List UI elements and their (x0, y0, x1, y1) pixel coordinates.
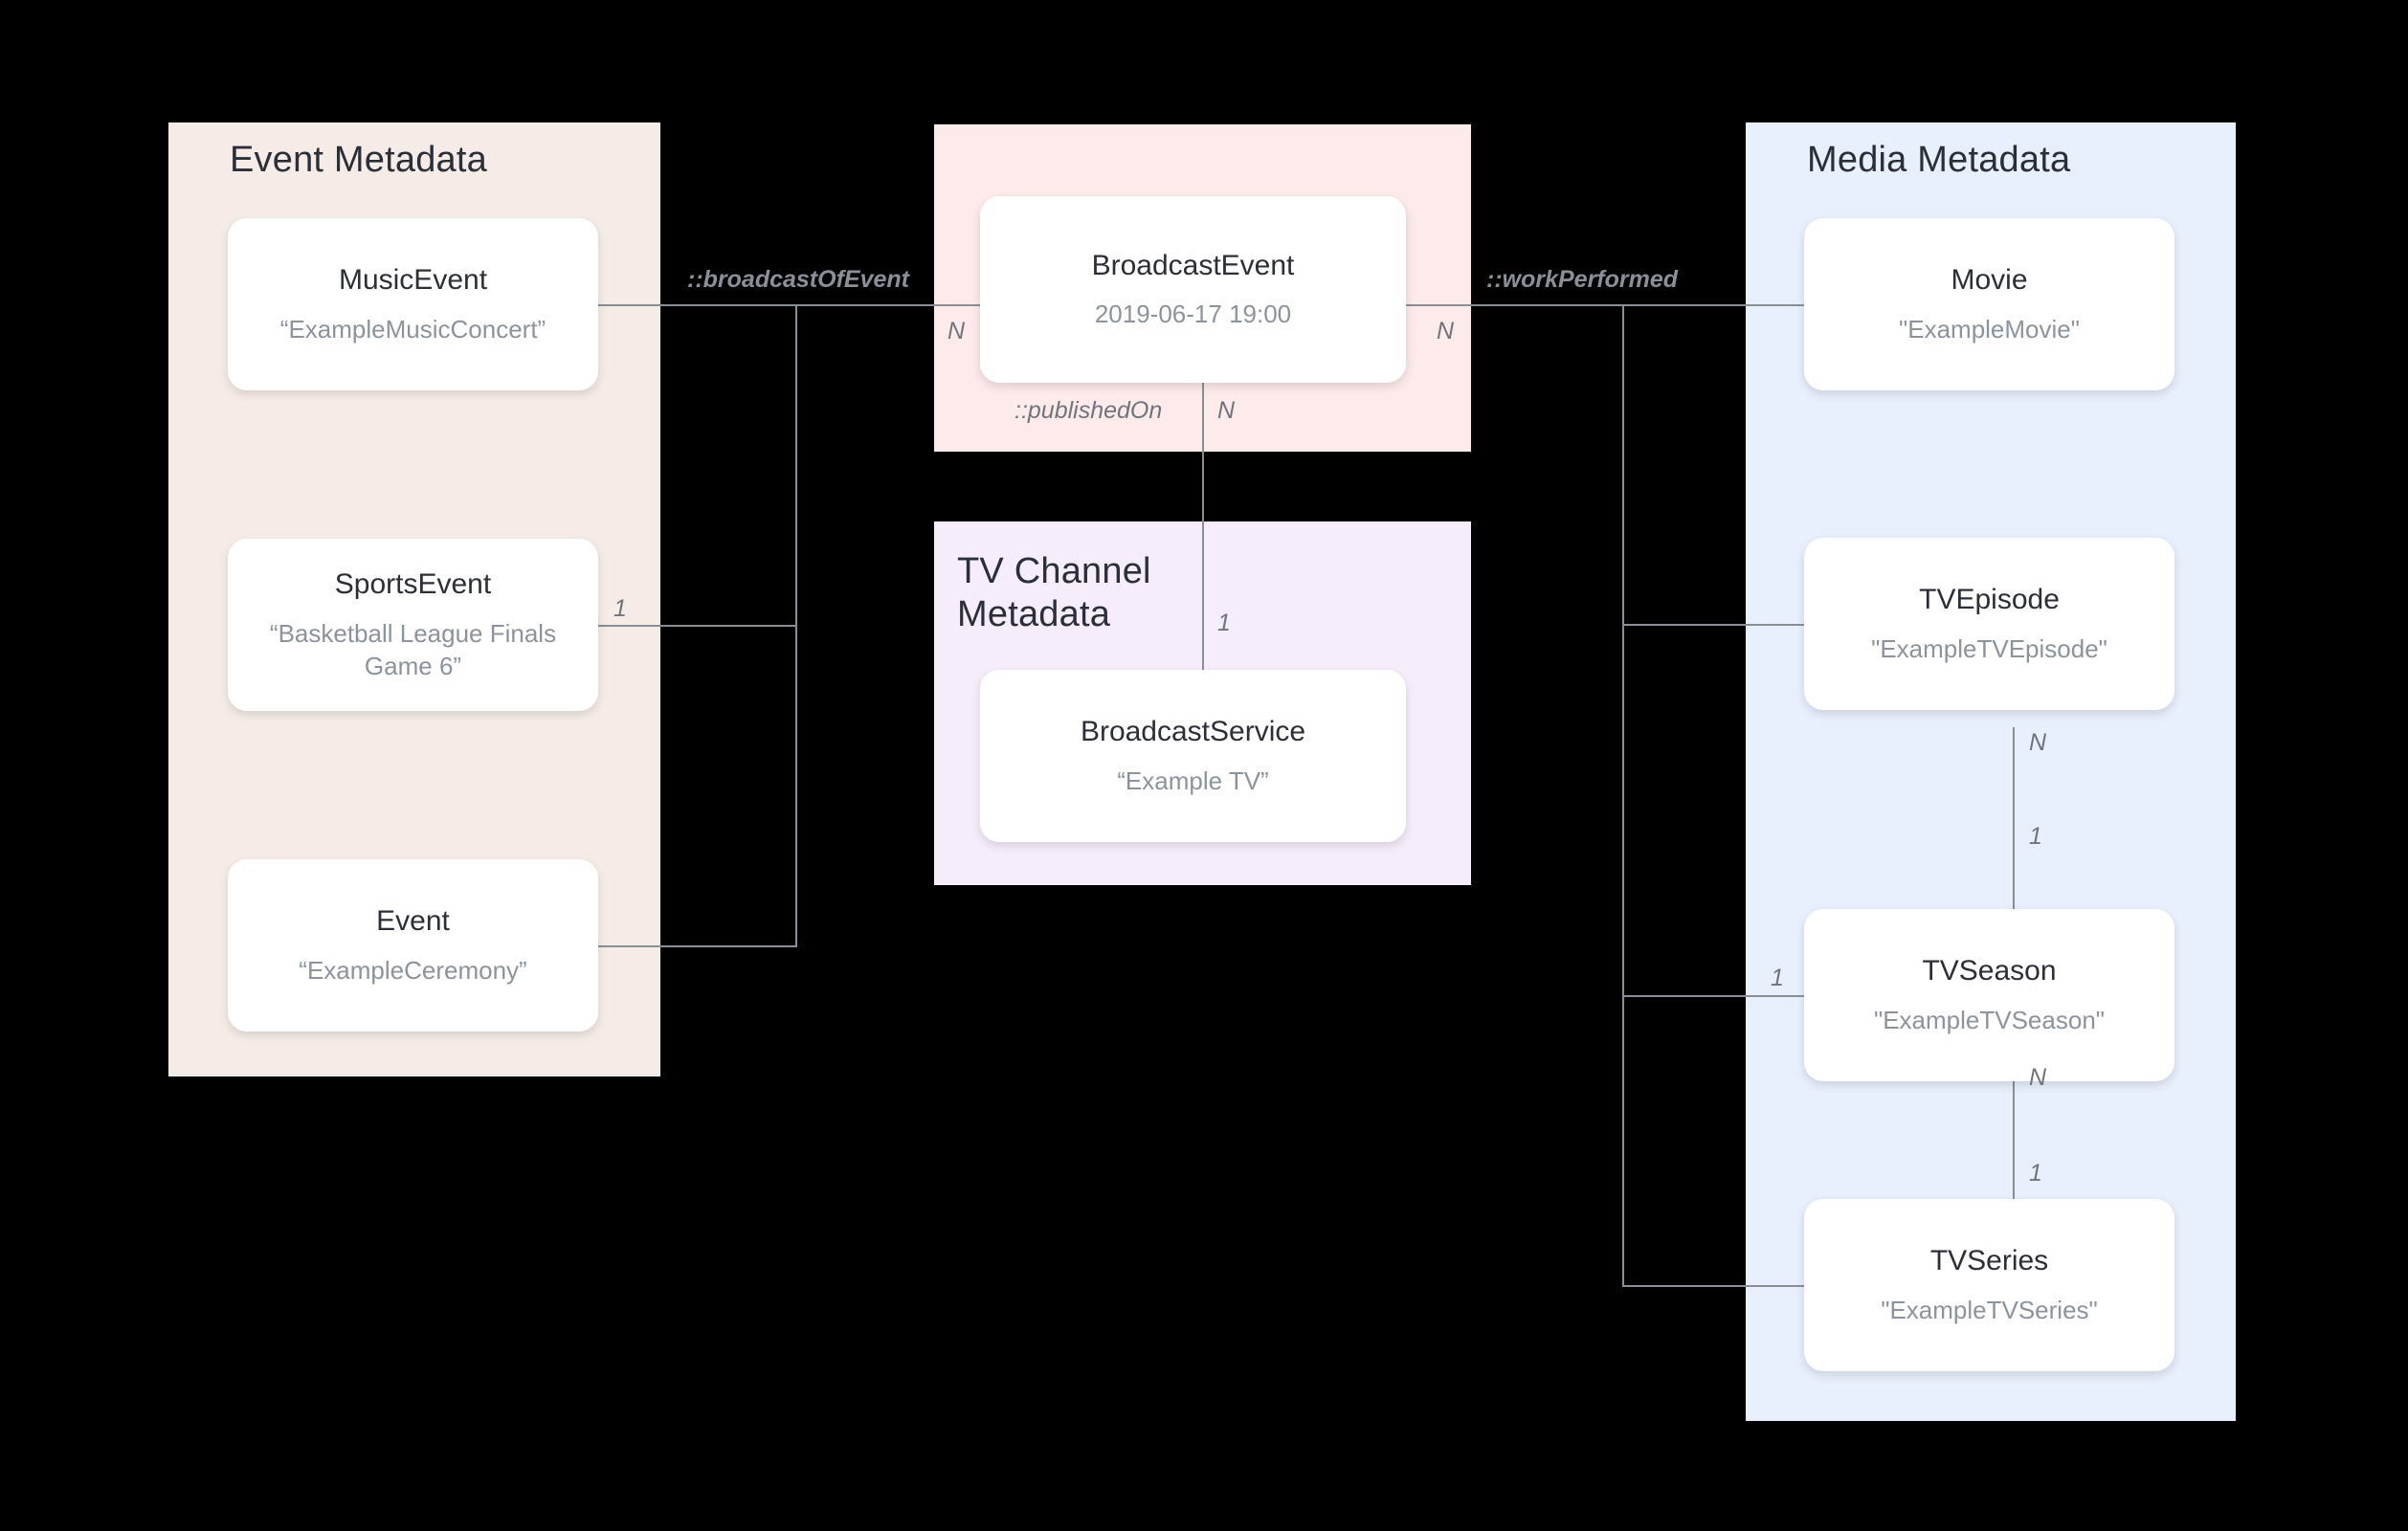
card-broadcast-event-value: 2019-06-17 19:00 (1094, 300, 1292, 329)
card-sports-event-type: SportsEvent (334, 568, 492, 601)
card-music-event[interactable]: MusicEvent “ExampleMusicConcert” (228, 218, 598, 390)
card-broadcast-service-value: “Example TV” (1117, 766, 1269, 795)
card-tv-episode-type: TVEpisode (1919, 584, 2060, 616)
connector-tvseason-to-tvseries (2013, 1070, 2015, 1206)
cardinality-published-on-1: 1 (1217, 610, 1231, 636)
card-movie-type: Movie (1951, 264, 2028, 297)
card-event-type: Event (376, 905, 450, 938)
relation-label-published-on: ::publishedOn (1014, 397, 1163, 424)
card-tv-season[interactable]: TVSeason "ExampleTVSeason" (1804, 909, 2174, 1081)
relation-label-work-performed: ::workPerformed (1486, 266, 1679, 293)
cardinality-published-on-n: N (1217, 397, 1236, 424)
panel-title-event-metadata: Event Metadata (230, 140, 487, 180)
connector-tvepisode-to-tvseason (2013, 727, 2015, 909)
connector-work-bus (1622, 304, 1624, 1286)
connector-broadcastevent-to-workbus (1406, 304, 1624, 306)
cardinality-season-work-1: 1 (1771, 965, 1784, 991)
card-tv-episode[interactable]: TVEpisode "ExampleTVEpisode" (1804, 538, 2174, 710)
card-broadcast-service[interactable]: BroadcastService “Example TV” (980, 670, 1406, 842)
card-movie-value: "ExampleMovie" (1899, 314, 2080, 344)
connector-eventbus-to-broadcastevent (795, 304, 1000, 306)
connector-event-bus (795, 304, 797, 947)
connector-sportsevent-stub (598, 625, 797, 627)
cardinality-episode-season-n: N (2029, 729, 2047, 756)
connector-broadcastevent-to-broadcastservice (1202, 383, 1204, 670)
card-movie[interactable]: Movie "ExampleMovie" (1804, 218, 2174, 390)
connector-workbus-to-movie (1622, 304, 1804, 306)
cardinality-work-performed-n: N (1437, 318, 1455, 344)
card-tv-series[interactable]: TVSeries "ExampleTVSeries" (1804, 1199, 2174, 1371)
card-tv-season-type: TVSeason (1922, 955, 2057, 987)
card-tv-episode-value: "ExampleTVEpisode" (1871, 633, 2107, 663)
card-tv-season-value: "ExampleTVSeason" (1873, 1005, 2106, 1034)
connector-workbus-to-tvseries (1622, 1285, 1804, 1287)
card-sports-event[interactable]: SportsEvent “Basketball League Finals Ga… (228, 539, 598, 711)
cardinality-season-series-n: N (2029, 1064, 2047, 1091)
card-sports-event-value: “Basketball League Finals Game 6” (269, 618, 557, 680)
cardinality-season-series-1: 1 (2029, 1160, 2042, 1187)
cardinality-broadcast-of-event-1: 1 (613, 595, 627, 622)
card-tv-series-type: TVSeries (1929, 1245, 2049, 1277)
card-broadcast-event[interactable]: BroadcastEvent 2019-06-17 19:00 (980, 196, 1406, 383)
card-music-event-value: “ExampleMusicConcert” (279, 314, 546, 344)
card-tv-series-value: "ExampleTVSeries" (1881, 1295, 2098, 1324)
cardinality-episode-season-1: 1 (2029, 823, 2042, 850)
panel-title-tv-channel-metadata: TV Channel Metadata (957, 551, 1151, 634)
card-music-event-type: MusicEvent (338, 264, 488, 297)
card-event-value: “ExampleCeremony” (299, 955, 527, 985)
connector-workbus-to-tvseason (1622, 995, 1804, 997)
cardinality-broadcast-of-event-n: N (948, 318, 966, 344)
relation-label-broadcast-of-event: ::broadcastOfEvent (687, 266, 909, 293)
panel-title-media-metadata: Media Metadata (1807, 140, 2071, 180)
card-broadcast-event-type: BroadcastEvent (1091, 249, 1295, 281)
connector-musicevent-stub (598, 304, 797, 306)
connector-event-stub (598, 945, 797, 947)
connector-workbus-to-tvepisode (1622, 624, 1804, 626)
card-event[interactable]: Event “ExampleCeremony” (228, 859, 598, 1032)
card-broadcast-service-type: BroadcastService (1080, 716, 1306, 748)
